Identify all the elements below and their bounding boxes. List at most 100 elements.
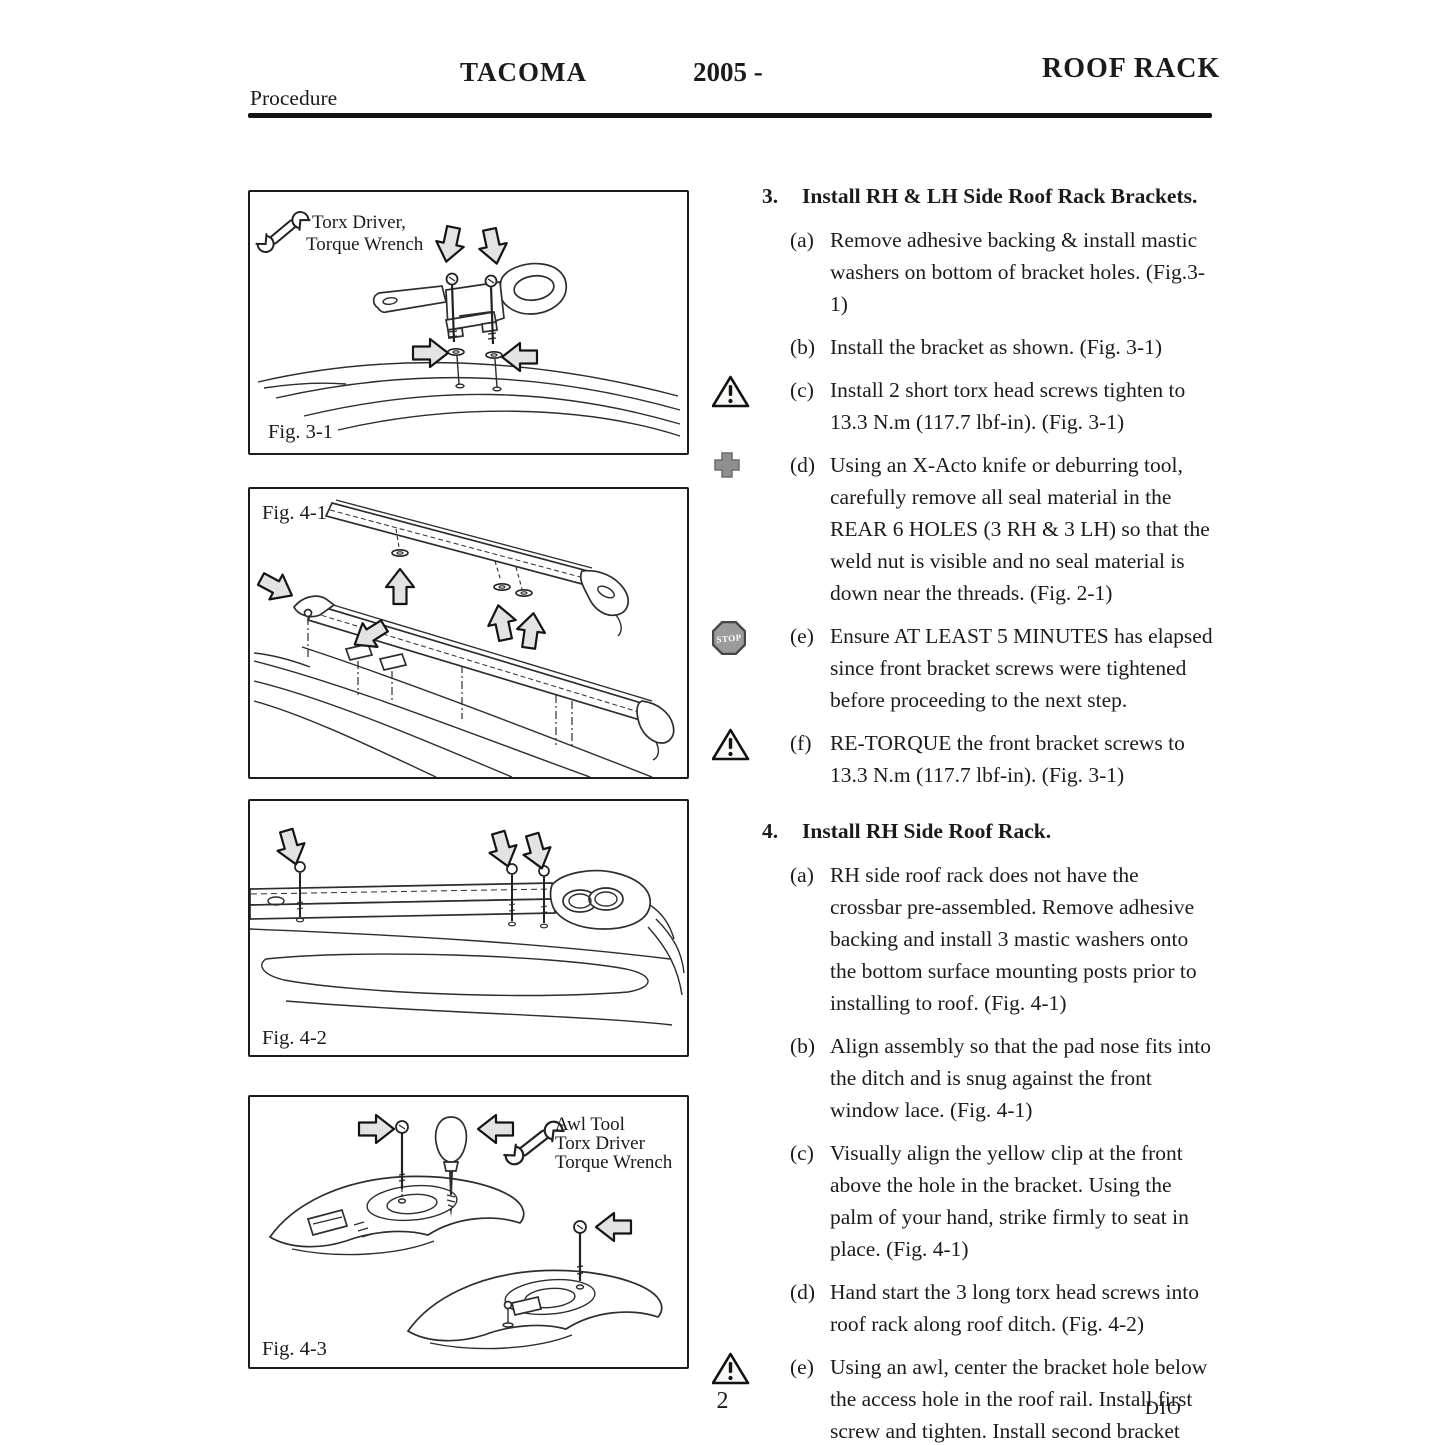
instruction-item: (d) Using an X-Acto knife or deburring t… [712, 449, 1215, 609]
figure-4-2: Fig. 4-2 [248, 799, 689, 1057]
page-number: 2 [716, 1388, 729, 1414]
instruction-item: (c) Install 2 short torx head screws tig… [711, 374, 1215, 438]
item-letter: (f) [790, 731, 812, 755]
item-text: Ensure AT LEAST 5 MINUTES has elapsed si… [830, 624, 1213, 712]
tool-label: Torque Wrench [555, 1152, 673, 1173]
item-text: Install the bracket as shown. (Fig. 3-1) [830, 335, 1162, 359]
block-arrow-right-icon [253, 565, 300, 609]
item-letter: (d) [790, 1280, 816, 1304]
rail-end-upper [268, 1175, 525, 1256]
long-torx-screw [294, 861, 306, 923]
instruction-item: (c) Visually align the yellow clip at th… [712, 1137, 1215, 1265]
figure-4-3: Awl Tool Torx Driver Torque Wrench Fig. … [248, 1095, 689, 1369]
tool-label: Awl Tool [555, 1114, 625, 1135]
block-arrow-down-icon [271, 825, 311, 870]
item-letter: (b) [790, 1034, 816, 1058]
item-letter: (a) [790, 863, 814, 887]
step-number: 4. [762, 819, 779, 843]
header-model: TACOMA [460, 57, 587, 87]
alignment-lines [307, 617, 573, 747]
plus-cross-icon [712, 449, 790, 609]
awl-tool [434, 1116, 468, 1217]
item-letter: (c) [790, 1141, 814, 1165]
block-arrow-down-icon [483, 827, 523, 872]
figure-4-3-illustration: Awl Tool Torx Driver Torque Wrench Fig. … [262, 1108, 673, 1360]
roof-rack-bracket [372, 262, 568, 339]
short-torx-screw [395, 1120, 409, 1199]
doc-code: DIO [1145, 1398, 1182, 1419]
instruction-item: (b) Align assembly so that the pad nose … [712, 1030, 1215, 1126]
roof-panel-lines [253, 646, 653, 777]
item-letter: (e) [790, 1355, 814, 1379]
roof-rack-rail-installed [292, 595, 675, 761]
long-torx-screw [506, 863, 518, 927]
block-arrow-left-icon [594, 1211, 633, 1243]
item-text: Visually align the yellow clip at the fr… [830, 1141, 1189, 1261]
block-arrow-left-icon [476, 1113, 515, 1145]
roof-rack-rail-exploded [324, 499, 629, 637]
stop-sign-icon: STOP [711, 620, 790, 716]
item-letter: (b) [790, 335, 816, 359]
figure-label: Fig. 4-3 [262, 1338, 327, 1360]
figure-4-1: Fig. 4-1 [248, 487, 689, 779]
tool-label: Torque Wrench [306, 234, 424, 255]
instruction-item: (b) Install the bracket as shown. (Fig. … [712, 331, 1215, 363]
figure-3-1-illustration: Torx Driver, Torque Wrench Fig. 3-1 [250, 199, 681, 443]
item-letter: (e) [790, 624, 814, 648]
header-subtitle: Procedure [250, 86, 338, 110]
block-arrow-right-icon [357, 1113, 396, 1145]
instructions-column: 3. Install RH & LH Side Roof Rack Bracke… [711, 180, 1215, 1445]
mastic-washer [485, 350, 503, 360]
step-title-text: Install RH & LH Side Roof Rack Brackets. [802, 184, 1198, 208]
stop-sign-label: STOP [716, 632, 742, 645]
block-arrow-up-icon [513, 610, 549, 651]
block-arrow-down-icon [474, 225, 512, 268]
item-text: Using an awl, center the bracket hole be… [830, 1355, 1208, 1443]
roof-hole [455, 383, 465, 389]
step-number: 3. [762, 184, 779, 208]
item-text: Hand start the 3 long torx head screws i… [830, 1280, 1199, 1336]
instruction-item: (e) Using an awl, center the bracket hol… [711, 1351, 1215, 1445]
block-arrow-up-icon [384, 567, 416, 606]
instruction-item: STOP (e) Ensure AT LEAST 5 MINUTES has e… [711, 620, 1215, 716]
rail-end-lower [406, 1269, 663, 1350]
instruction-item: (a) RH side roof rack does not have the … [712, 859, 1215, 1019]
item-letter: (a) [790, 228, 814, 252]
warning-triangle-icon [711, 727, 790, 791]
short-torx-screw [445, 272, 459, 343]
item-text: RE-TORQUE the front bracket screws to 13… [830, 731, 1185, 787]
step-title-text: Install RH Side Roof Rack. [802, 819, 1052, 843]
screw-leader-line [494, 358, 498, 388]
figure-label: Fig. 3-1 [268, 421, 333, 443]
item-text: RH side roof rack does not have the cros… [830, 863, 1197, 1015]
instruction-item: (d) Hand start the 3 long torx head scre… [712, 1276, 1215, 1340]
item-text: Using an X-Acto knife or deburring tool,… [830, 453, 1210, 605]
short-torx-screw [573, 1220, 587, 1281]
mastic-washer [447, 347, 465, 357]
warning-triangle-icon [711, 374, 790, 438]
header-rule [248, 113, 1212, 118]
roof-panel-lines [257, 361, 681, 437]
block-arrow-up-icon [483, 601, 521, 644]
figure-label: Fig. 4-1 [262, 502, 327, 524]
item-text: Install 2 short torx head screws tighten… [830, 378, 1186, 434]
mastic-washer [493, 582, 511, 592]
figure-4-2-illustration: Fig. 4-2 [250, 825, 685, 1049]
item-text: Align assembly so that the pad nose fits… [830, 1034, 1211, 1122]
figure-4-1-illustration: Fig. 4-1 [253, 499, 675, 777]
block-arrow-down-icon [517, 829, 557, 874]
screw-leader-line [456, 355, 460, 385]
step-3-title: 3. Install RH & LH Side Roof Rack Bracke… [712, 180, 1215, 212]
mastic-washer [515, 588, 533, 598]
figure-label: Fig. 4-2 [262, 1027, 327, 1049]
header-year: 2005 - [693, 57, 763, 87]
figure-3-1: Torx Driver, Torque Wrench Fig. 3-1 [248, 190, 689, 455]
tool-label: Torx Driver [555, 1133, 646, 1154]
block-arrow-down-icon [431, 223, 469, 266]
step-4-title: 4. Install RH Side Roof Rack. [712, 815, 1215, 847]
tool-label: Torx Driver, [312, 212, 406, 233]
roof-hole [492, 386, 502, 392]
instruction-item: (a) Remove adhesive backing & install ma… [712, 224, 1215, 320]
vehicle-body-lines [250, 918, 685, 1026]
